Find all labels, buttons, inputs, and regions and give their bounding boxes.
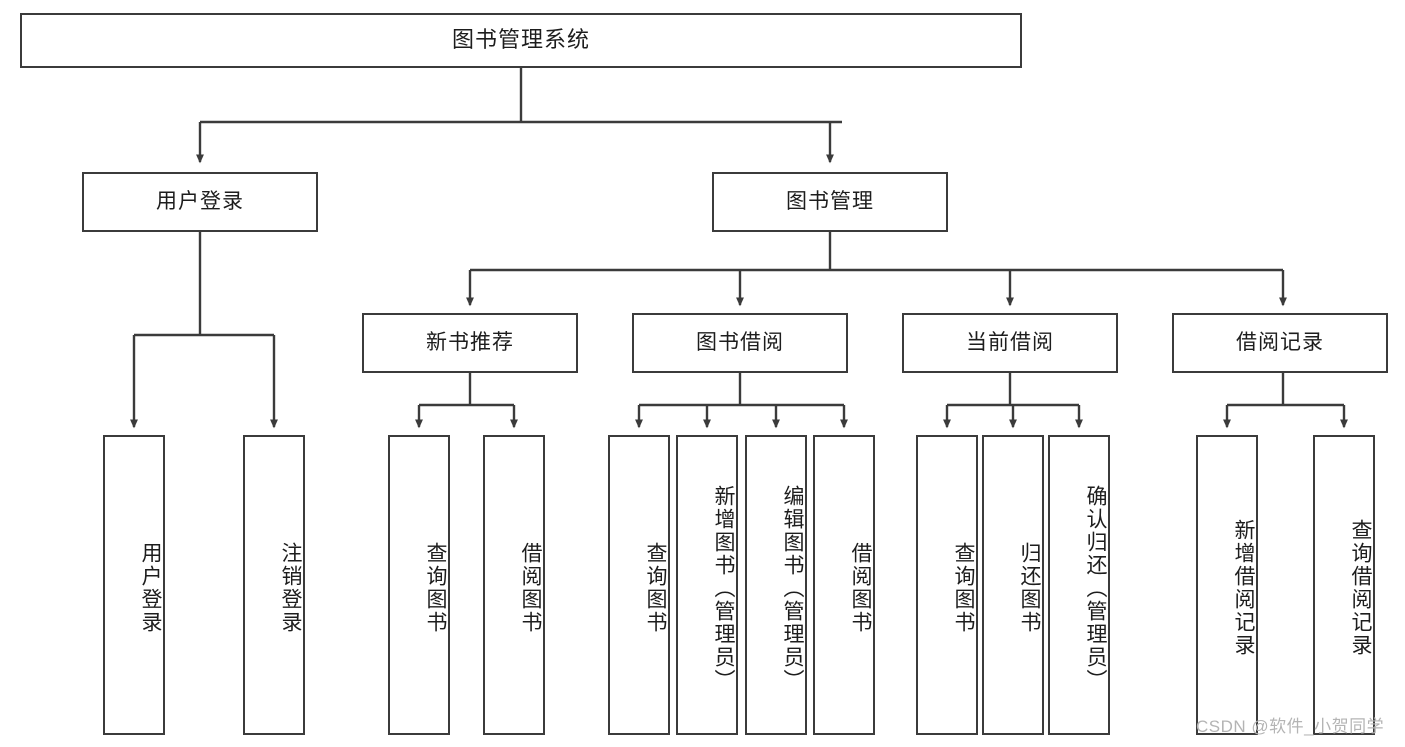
node-label: 当前借阅	[966, 331, 1054, 355]
node-leaf-query-book-recommend[interactable]: 查询图书	[388, 435, 450, 735]
node-label: 查询图书	[952, 542, 975, 634]
node-label: 归还图书	[1018, 542, 1041, 634]
node-label: 借阅记录	[1236, 331, 1324, 355]
node-current-borrow[interactable]: 当前借阅	[902, 313, 1118, 373]
node-new-book-recommend[interactable]: 新书推荐	[362, 313, 578, 373]
node-leaf-add-borrow-record[interactable]: 新增借阅记录	[1196, 435, 1258, 735]
node-label: 用户登录	[139, 542, 162, 634]
node-leaf-query-book-current[interactable]: 查询图书	[916, 435, 978, 735]
node-label: 借阅图书	[849, 542, 872, 634]
csdn-watermark: CSDN @软件_小贺同学	[1196, 717, 1385, 736]
node-leaf-add-book-admin[interactable]: 新增图书（管理员）	[676, 435, 738, 735]
node-label: 查询图书	[424, 542, 447, 634]
node-label: 用户登录	[156, 190, 244, 214]
node-label: 新书推荐	[426, 331, 514, 355]
node-label: 查询借阅记录	[1349, 519, 1372, 657]
node-label: 注销登录	[279, 542, 302, 634]
node-book-management[interactable]: 图书管理	[712, 172, 948, 232]
node-leaf-query-book-borrow[interactable]: 查询图书	[608, 435, 670, 735]
node-label: 编辑图书（管理员）	[781, 484, 804, 692]
node-book-borrow[interactable]: 图书借阅	[632, 313, 848, 373]
node-leaf-borrow-book[interactable]: 借阅图书	[813, 435, 875, 735]
node-root-book-management-system[interactable]: 图书管理系统	[20, 13, 1022, 68]
node-label: 图书管理系统	[451, 27, 590, 53]
node-label: 确认归还（管理员）	[1084, 484, 1107, 692]
node-leaf-return-book[interactable]: 归还图书	[982, 435, 1044, 735]
node-label: 借阅图书	[519, 542, 542, 634]
node-leaf-logout-login[interactable]: 注销登录	[243, 435, 305, 735]
node-label: 图书管理	[786, 190, 874, 214]
node-leaf-query-borrow-record[interactable]: 查询借阅记录	[1313, 435, 1375, 735]
node-label: 图书借阅	[696, 331, 784, 355]
node-leaf-confirm-return-admin[interactable]: 确认归还（管理员）	[1048, 435, 1110, 735]
node-label: 新增图书（管理员）	[712, 484, 735, 692]
node-leaf-edit-book-admin[interactable]: 编辑图书（管理员）	[745, 435, 807, 735]
node-user-login[interactable]: 用户登录	[82, 172, 318, 232]
node-label: 查询图书	[644, 542, 667, 634]
node-label: 新增借阅记录	[1232, 519, 1255, 657]
node-leaf-borrow-book-recommend[interactable]: 借阅图书	[483, 435, 545, 735]
node-borrow-record[interactable]: 借阅记录	[1172, 313, 1388, 373]
node-leaf-user-login[interactable]: 用户登录	[103, 435, 165, 735]
